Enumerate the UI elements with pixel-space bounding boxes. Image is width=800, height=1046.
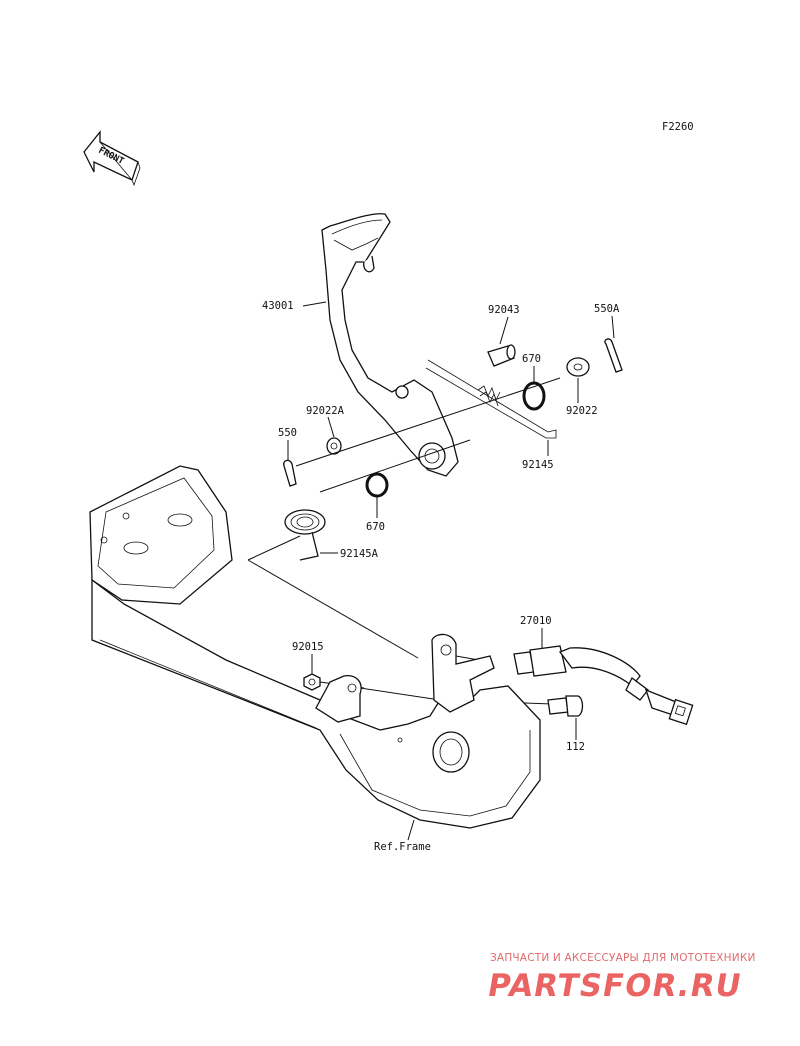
label-670-upper: 670: [522, 353, 541, 365]
cotter-pin-550: [283, 459, 297, 487]
o-ring-upper: [522, 381, 546, 411]
part-labels: 43001 92043 550A 670 92022 92022A 550 92…: [262, 300, 620, 853]
label-92043: 92043: [488, 304, 520, 316]
return-spring: [284, 509, 326, 561]
bolt-112: [547, 695, 584, 717]
frame: [89, 465, 541, 829]
washer-92022a: [326, 437, 342, 455]
label-43001: 43001: [262, 300, 294, 312]
label-ref-frame: Ref.Frame: [374, 841, 431, 853]
label-92145a: 92145A: [340, 548, 379, 560]
label-92022: 92022: [566, 405, 598, 417]
o-ring-lower: [365, 472, 389, 498]
watermark-logo: PARTSFOR.RU: [484, 968, 745, 1004]
watermark-tagline: ЗАПЧАСТИ И АКСЕССУАРЫ ДЛЯ МОТОТЕХНИКИ: [490, 952, 756, 964]
washer-92022: [566, 357, 590, 377]
switch-bracket: [315, 633, 495, 723]
label-92022a: 92022A: [306, 405, 345, 417]
label-27010: 27010: [520, 615, 552, 627]
small-spring: [477, 385, 501, 407]
diagram-code: F2260: [662, 121, 694, 133]
label-550: 550: [278, 427, 297, 439]
nut-92015: [303, 673, 321, 691]
label-92015: 92015: [292, 641, 324, 653]
label-550a: 550A: [594, 303, 620, 315]
cotter-pin-550a: [604, 338, 623, 373]
front-arrow-icon: FRONT: [83, 130, 141, 187]
brake-light-switch: [513, 645, 694, 726]
label-92145: 92145: [522, 459, 554, 471]
label-112: 112: [566, 741, 585, 753]
brake-pedal: [321, 213, 459, 477]
pivot-bolt: [425, 344, 557, 439]
label-670-lower: 670: [366, 521, 385, 533]
